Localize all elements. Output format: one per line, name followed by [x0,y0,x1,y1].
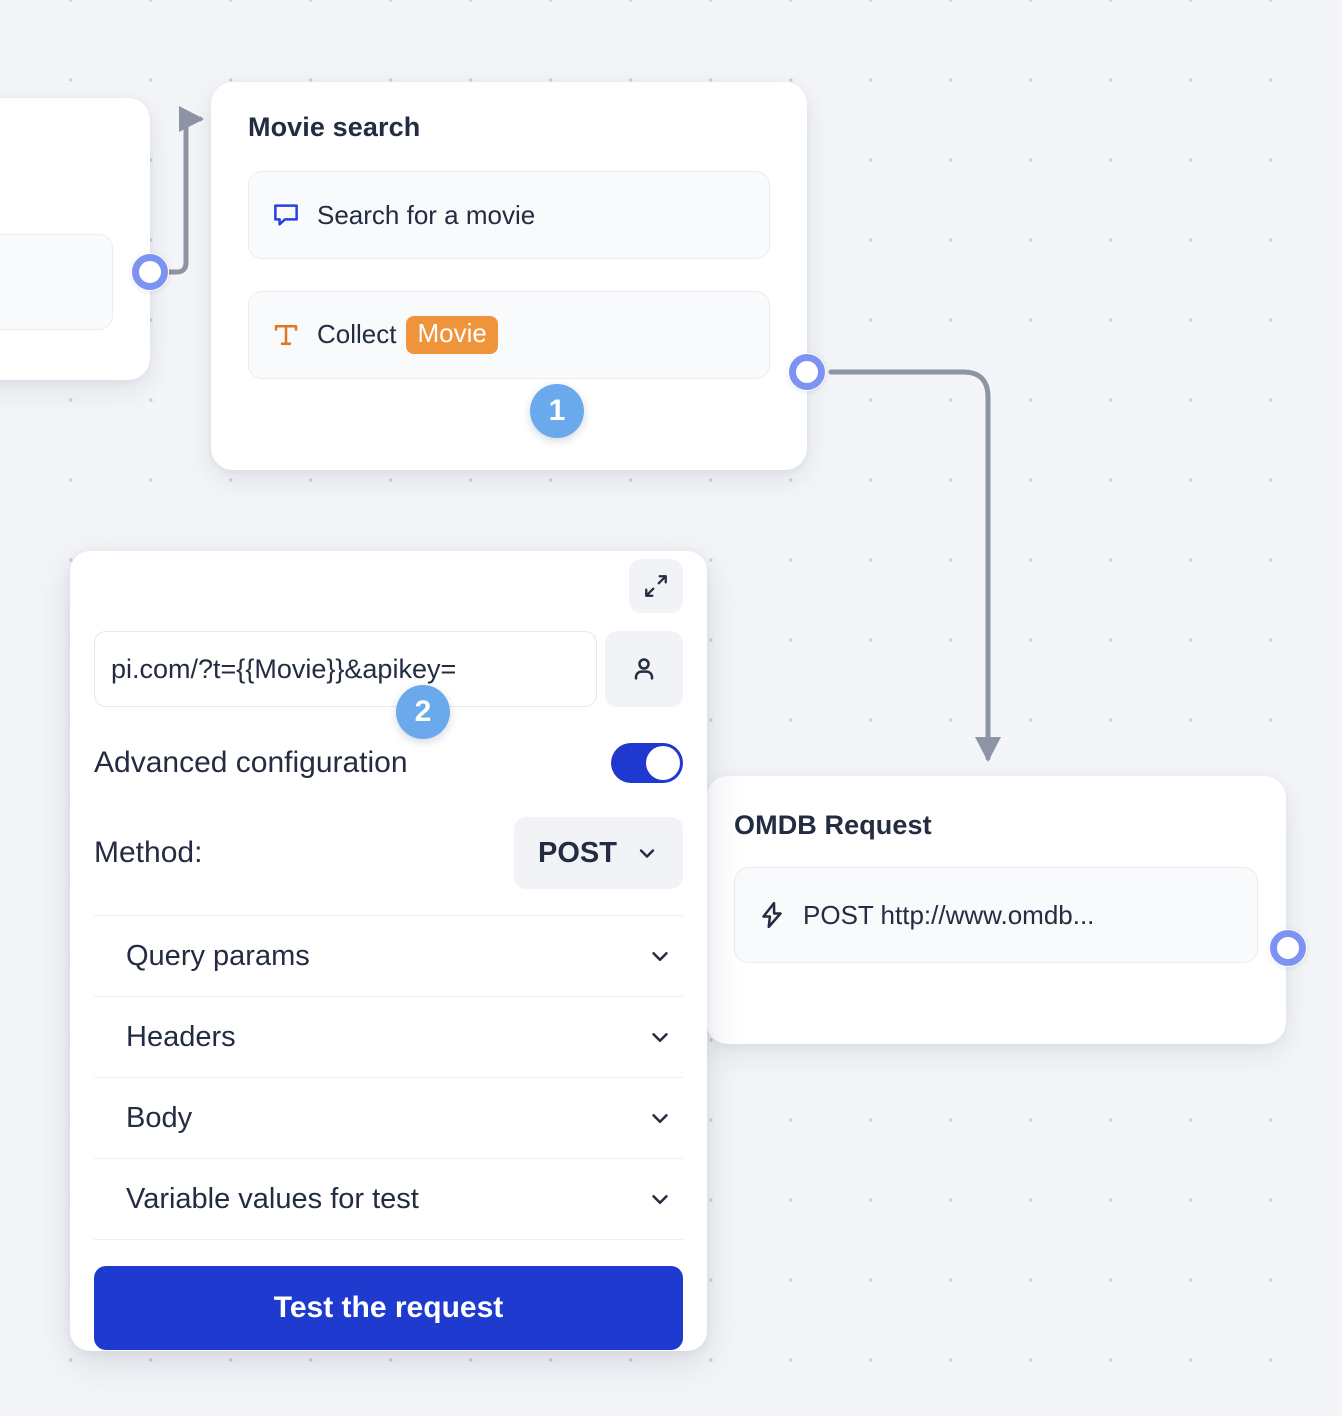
method-label: Method: [94,836,203,869]
lightning-bolt-icon [757,900,787,930]
accordion-label: Body [126,1101,193,1134]
node-row-label-group: Collect Movie [317,316,498,354]
port-omdb-request-output[interactable] [1269,929,1307,967]
step-badge-1: 1 [530,384,584,438]
node-title-movie-search: Movie search [248,112,421,142]
toggle-knob [646,746,680,780]
expand-diagonal-icon-button[interactable] [629,559,683,613]
chevron-down-icon [652,1114,668,1124]
user-icon [634,658,654,680]
node-row-collect-movie[interactable]: Collect Movie [248,291,770,379]
node-row-search-for-a-movie[interactable]: Search for a movie [248,171,770,259]
method-dropdown[interactable]: POST [514,817,683,889]
request-configuration-panel[interactable]: Advanced configuration Method: POST Quer… [70,551,707,1351]
method-row: Method: POST [94,817,683,889]
port-movie-search-output[interactable] [788,353,826,391]
node-row-label: POST http://www.omdb... [803,899,1095,930]
chevron-down-icon [639,849,655,858]
chat-bubble-icon [271,200,301,230]
chevron-down-icon [652,1033,668,1043]
advanced-configuration-label: Advanced configuration [94,746,408,779]
step-badge-2: 2 [396,685,450,739]
accordion-label: Variable values for test [126,1182,419,1215]
port-left-node-output[interactable] [131,253,169,291]
node-row-label: Collect [317,319,397,350]
node-card-movie-search[interactable]: Movie search Search for a movie Collect … [211,82,807,470]
accordion-bottom-divider [94,1239,683,1240]
node-title-omdb-request: OMDB Request [734,810,932,840]
node-row-post-request[interactable]: POST http://www.omdb... [734,867,1258,963]
user-icon-button[interactable] [605,631,683,707]
panel-toolbar [94,551,683,613]
test-the-request-button[interactable]: Test the request [94,1266,683,1350]
accordion-label: Query params [126,939,310,972]
accordion-item-variable-values-for-test[interactable]: Variable values for test [94,1158,683,1239]
variable-chip-movie[interactable]: Movie [406,316,498,354]
chevron-down-icon [652,1195,668,1205]
text-type-icon [271,320,301,350]
method-value: POST [538,836,617,869]
node-row-placeholder [0,234,113,330]
accordion-item-headers[interactable]: Headers [94,996,683,1077]
accordion-item-query-params[interactable]: Query params [94,915,683,996]
configuration-accordion: Query params Headers Body Variable value… [94,915,683,1240]
node-card-omdb-request[interactable]: OMDB Request POST http://www.omdb... [706,776,1286,1044]
node-row-label: Search for a movie [317,199,536,230]
expand-diagonal-icon [645,575,667,597]
advanced-configuration-row: Advanced configuration [94,743,683,783]
accordion-label: Headers [126,1020,236,1053]
url-input-row [94,631,683,707]
accordion-item-body[interactable]: Body [94,1077,683,1158]
request-url-input[interactable] [94,631,597,707]
advanced-configuration-toggle[interactable] [611,743,683,783]
node-card-partial-left[interactable] [0,98,150,380]
chevron-down-icon [652,952,668,962]
